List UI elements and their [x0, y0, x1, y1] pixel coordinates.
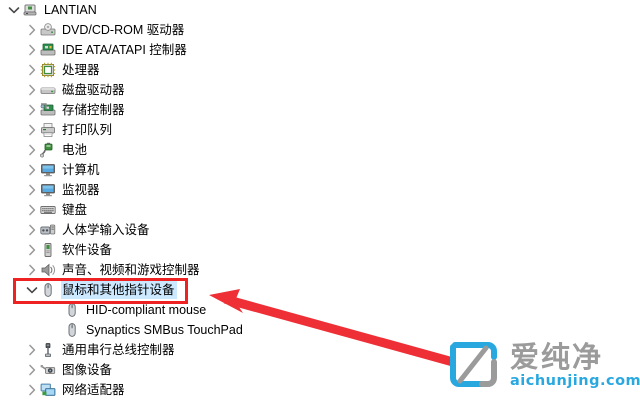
tree-node-label: IDE ATA/ATAPI 控制器 — [62, 43, 187, 57]
chevron-right-icon[interactable] — [24, 342, 40, 358]
tree-node[interactable]: 鼠标和其他指针设备 — [24, 280, 177, 300]
tree-node-label: 打印队列 — [62, 123, 113, 137]
tree-node[interactable]: 磁盘驱动器 — [24, 80, 127, 100]
computer-root-icon — [22, 2, 38, 18]
mouse-icon — [64, 302, 80, 318]
keyboard-icon — [40, 202, 56, 218]
chevron-right-icon[interactable] — [24, 182, 40, 198]
tree-node[interactable]: 图像设备 — [24, 360, 114, 380]
tree-node[interactable]: IDE ATA/ATAPI 控制器 — [24, 40, 189, 60]
tree-node[interactable]: 电池 — [24, 140, 89, 160]
mouse-icon — [64, 322, 80, 338]
aichunjing-logo-icon — [450, 342, 497, 387]
processor-icon — [40, 62, 56, 78]
tree-node[interactable]: 计算机 — [24, 160, 102, 180]
tree-node[interactable]: 声音、视频和游戏控制器 — [24, 260, 202, 280]
tree-node[interactable]: 通用串行总线控制器 — [24, 340, 177, 360]
disk-drive-icon — [40, 82, 56, 98]
camera-icon — [40, 362, 56, 378]
mouse-icon — [40, 282, 56, 298]
tree-node[interactable]: 软件设备 — [24, 240, 114, 260]
tree-node-label: 监视器 — [62, 183, 100, 197]
tree-node[interactable]: Synaptics SMBus TouchPad — [48, 320, 245, 340]
tree-node[interactable]: 监视器 — [24, 180, 102, 200]
chevron-right-icon[interactable] — [24, 362, 40, 378]
chevron-right-icon[interactable] — [24, 382, 40, 398]
usb-icon — [40, 342, 56, 358]
tree-node-root[interactable]: LANTIAN — [6, 0, 99, 20]
watermark-brand-domain: aichunjing.com — [510, 372, 640, 389]
watermark-brand-cn: 爱纯净 — [510, 339, 604, 374]
tree-node-label: 计算机 — [62, 163, 100, 177]
chevron-down-icon[interactable] — [6, 2, 22, 18]
tree-node-label: Synaptics SMBus TouchPad — [86, 323, 243, 337]
tree-node-label: 图像设备 — [62, 363, 113, 377]
tree-node-label: 电池 — [62, 143, 88, 157]
tree-node[interactable]: 网络适配器 — [24, 380, 127, 400]
printer-icon — [40, 122, 56, 138]
tree-node-label: HID-compliant mouse — [86, 303, 207, 317]
chevron-right-icon[interactable] — [24, 62, 40, 78]
hid-icon — [40, 222, 56, 238]
tree-node-label: 软件设备 — [62, 243, 113, 257]
chevron-right-icon[interactable] — [24, 102, 40, 118]
chevron-right-icon[interactable] — [24, 142, 40, 158]
battery-icon — [40, 142, 56, 158]
tree-node-label: 网络适配器 — [62, 383, 125, 397]
monitor-icon — [40, 182, 56, 198]
speaker-icon — [40, 262, 56, 278]
tree-node-label: DVD/CD-ROM 驱动器 — [62, 23, 185, 37]
software-device-icon — [40, 242, 56, 258]
tree-node[interactable]: 人体学输入设备 — [24, 220, 152, 240]
storage-controller-icon — [40, 102, 56, 118]
network-adapter-icon — [40, 382, 56, 398]
chevron-right-icon[interactable] — [24, 162, 40, 178]
tree-node-label: 磁盘驱动器 — [62, 83, 125, 97]
tree-node-label: 鼠标和其他指针设备 — [61, 281, 177, 299]
chevron-down-icon[interactable] — [24, 282, 40, 298]
tree-node-label: 通用串行总线控制器 — [62, 343, 175, 357]
tree-node-label: 键盘 — [62, 203, 88, 217]
chevron-right-icon[interactable] — [24, 42, 40, 58]
tree-node-label: 声音、视频和游戏控制器 — [62, 263, 200, 277]
tree-node[interactable]: 处理器 — [24, 60, 102, 80]
tree-node[interactable]: DVD/CD-ROM 驱动器 — [24, 20, 186, 40]
chevron-right-icon[interactable] — [24, 202, 40, 218]
tree-node[interactable]: 存储控制器 — [24, 100, 127, 120]
ide-controller-icon — [40, 42, 56, 58]
tree-node-label: 处理器 — [62, 63, 100, 77]
monitor-icon — [40, 162, 56, 178]
tree-node[interactable]: 键盘 — [24, 200, 89, 220]
chevron-right-icon[interactable] — [24, 222, 40, 238]
dvd-drive-icon — [40, 22, 56, 38]
chevron-right-icon[interactable] — [24, 22, 40, 38]
chevron-right-icon[interactable] — [24, 262, 40, 278]
chevron-right-icon[interactable] — [24, 122, 40, 138]
tree-node-label: 人体学输入设备 — [62, 223, 150, 237]
chevron-right-icon[interactable] — [24, 242, 40, 258]
chevron-right-icon[interactable] — [24, 82, 40, 98]
tree-node[interactable]: 打印队列 — [24, 120, 114, 140]
aichunjing-watermark: 爱纯净 aichunjing.com — [448, 340, 640, 390]
tree-node-label: 存储控制器 — [62, 103, 125, 117]
tree-node-label: LANTIAN — [44, 3, 97, 17]
tree-node[interactable]: HID-compliant mouse — [48, 300, 208, 320]
